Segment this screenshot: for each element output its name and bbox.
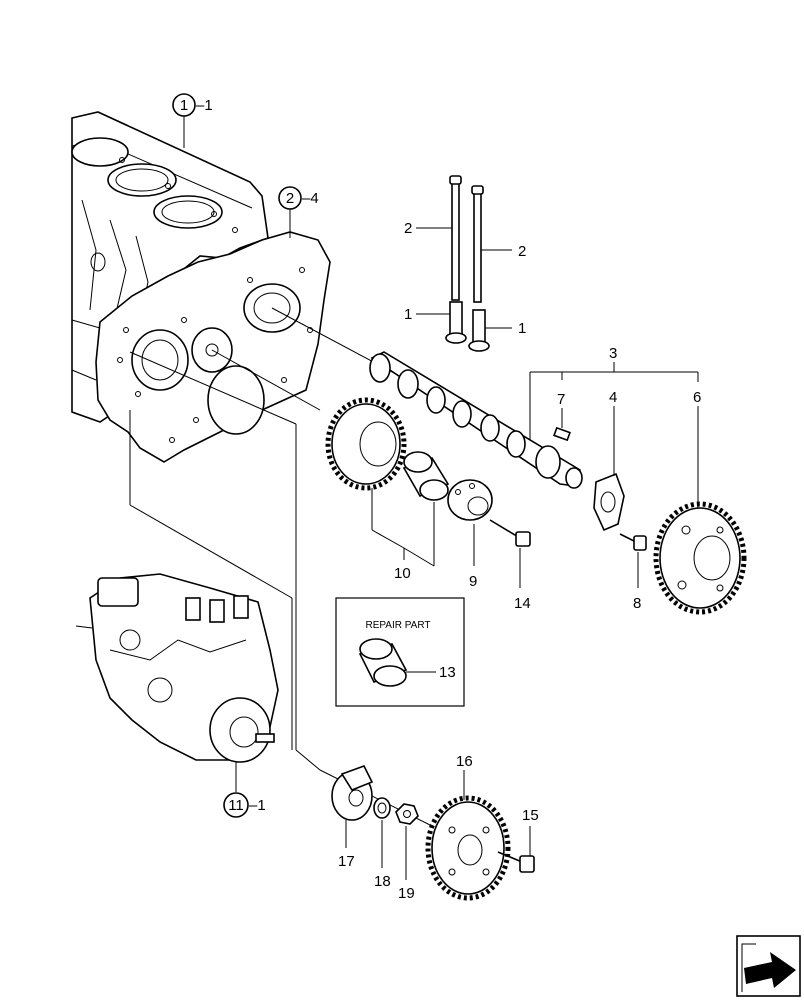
callout-leaders [345, 227, 699, 880]
ref-callout-pump: 11 –1 [223, 762, 266, 818]
ref-callout-plate: 2 –4 [278, 186, 319, 238]
callout-tappet-right: 1 [518, 320, 526, 337]
pump-gear [425, 795, 511, 901]
callout-key: 7 [557, 391, 565, 408]
callout-repair-bushing: 13 [439, 664, 456, 681]
callout-bushing-9: 9 [469, 573, 477, 590]
washer-18 [373, 797, 391, 819]
repair-part-box: REPAIR PART [335, 597, 465, 707]
ref-plate-suffix: –4 [302, 190, 319, 207]
injection-pump [75, 573, 279, 763]
ref-pump-number: 11 [228, 797, 244, 814]
ref-callout-block: 1 –1 [172, 93, 213, 148]
callout-bolt-14: 14 [514, 595, 531, 612]
thrust-plate [593, 472, 625, 532]
callout-nut-19: 19 [398, 885, 415, 902]
key-part [553, 426, 571, 442]
nut-19 [395, 803, 419, 825]
callout-bolt-8: 8 [633, 595, 641, 612]
callout-push-rod-left: 2 [404, 220, 412, 237]
hub-17 [331, 765, 374, 821]
idler-bushing [402, 451, 450, 501]
ref-block-number: 1 [180, 97, 188, 114]
callout-gear-set-10: 10 [394, 565, 411, 582]
push-rods [449, 175, 484, 303]
idler-hub [447, 479, 493, 521]
callout-washer-18: 18 [374, 873, 391, 890]
front-plate [95, 231, 331, 463]
bolt-15 [497, 851, 535, 873]
tappets [445, 301, 490, 352]
bolt-14 [489, 519, 531, 547]
callout-hub-17: 17 [338, 853, 355, 870]
camshaft [369, 351, 583, 489]
callout-pump-gear: 16 [456, 753, 473, 770]
next-page-arrow-icon[interactable] [736, 935, 801, 997]
ref-block-suffix: –1 [196, 97, 213, 114]
repair-part-title: REPAIR PART [365, 620, 430, 631]
idler-gear [325, 397, 407, 491]
callout-cam-assy: 3 [609, 345, 617, 362]
callout-bolt-15: 15 [522, 807, 539, 824]
callout-cam-gear: 6 [693, 389, 701, 406]
bolt-8 [619, 533, 647, 551]
ref-pump-suffix: –1 [249, 797, 266, 814]
callout-thrust-plate: 4 [609, 389, 617, 406]
callout-tappet-left: 1 [404, 306, 412, 323]
ref-plate-number: 2 [286, 190, 294, 207]
callout-push-rod-right: 2 [518, 243, 526, 260]
cam-gear [653, 501, 747, 615]
